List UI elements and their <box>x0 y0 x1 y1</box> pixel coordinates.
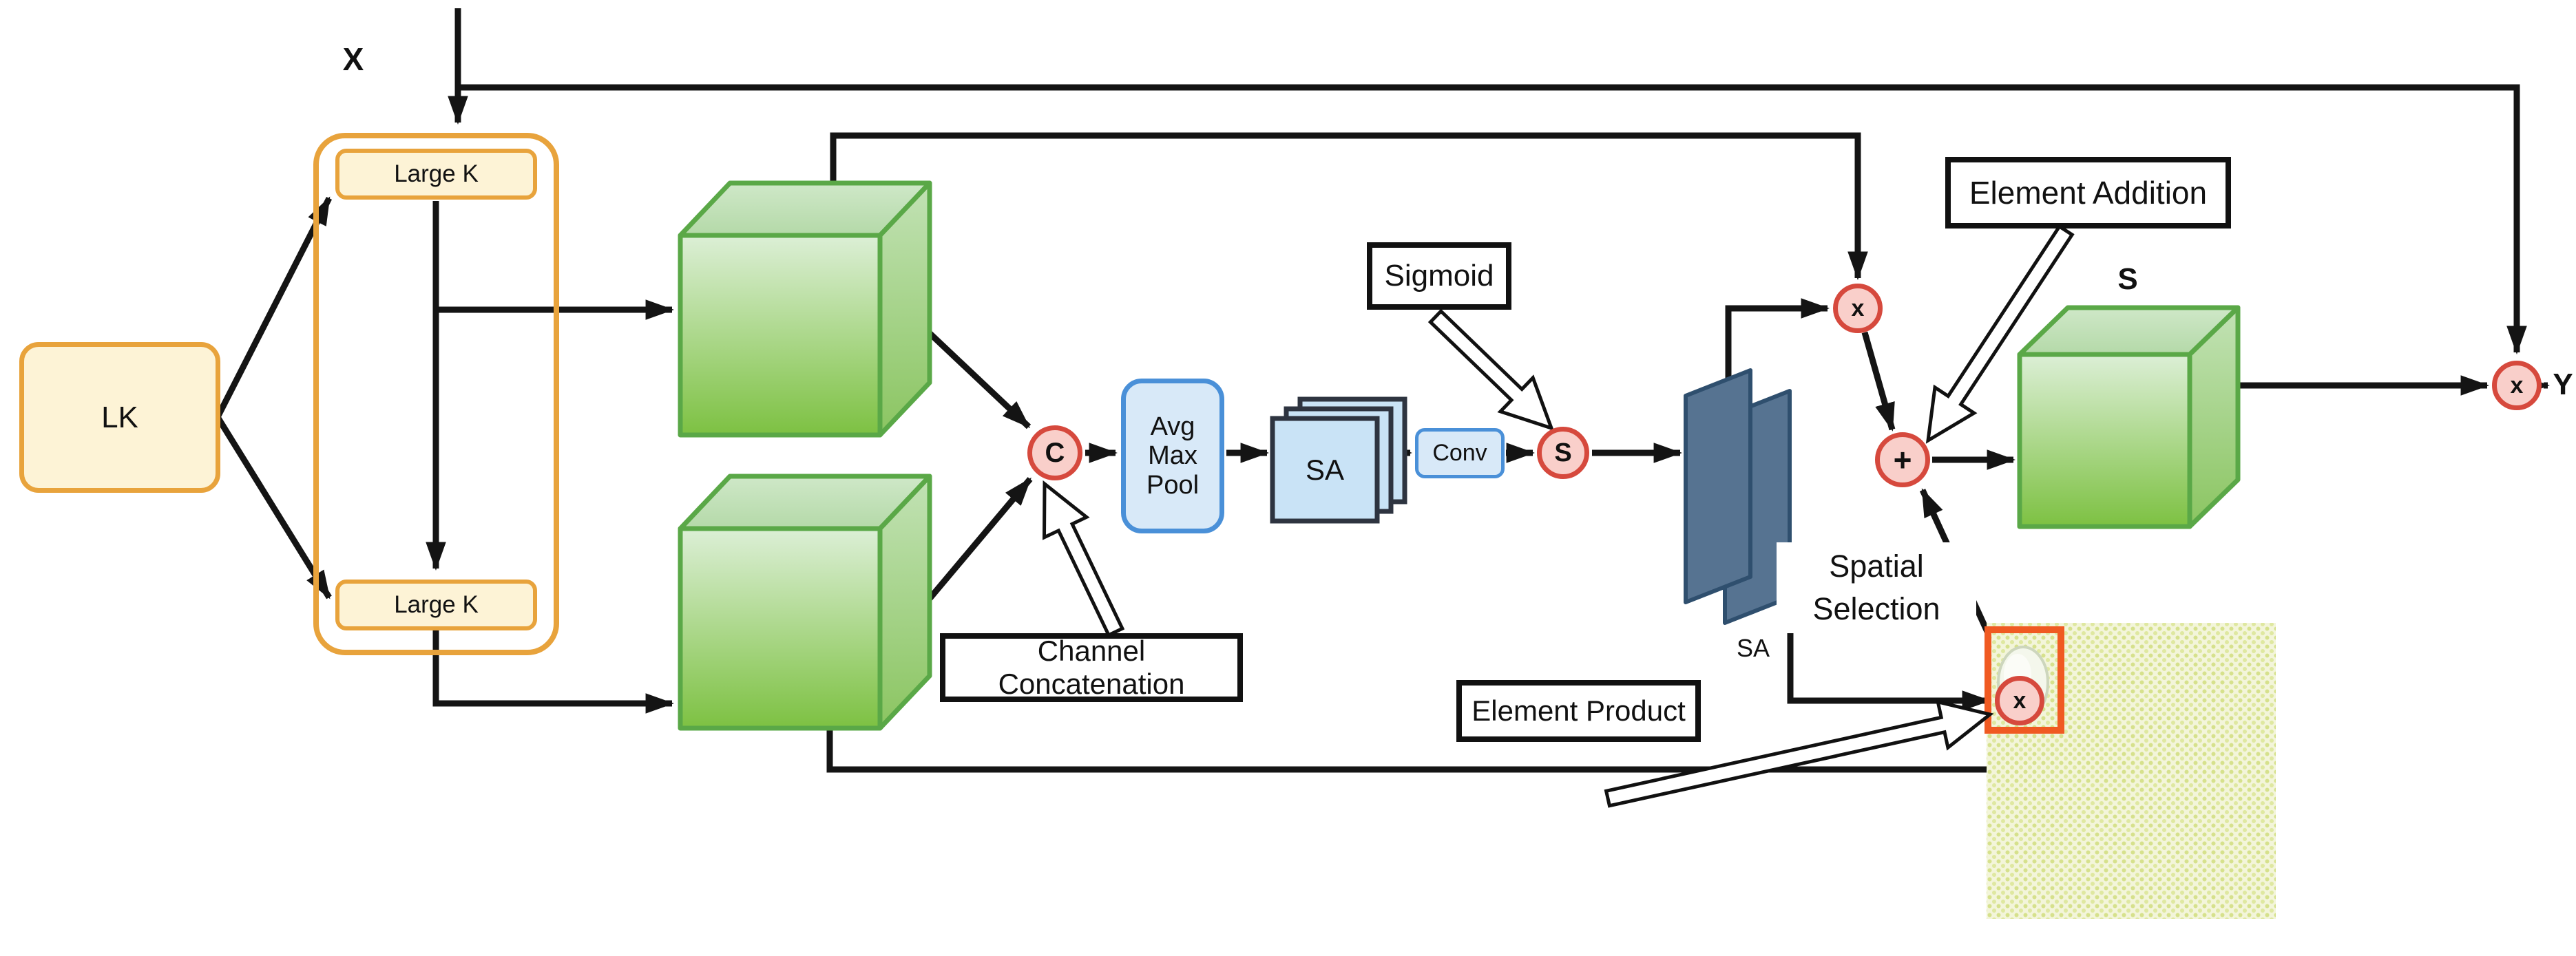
cube-output <box>2017 305 2241 529</box>
element-product-callout-box: Element Product <box>1456 680 1701 742</box>
concat-node: C <box>1027 425 1082 480</box>
arrow-x-skip-to-output <box>458 84 2527 354</box>
callout-arrow-element-addition <box>1925 224 2075 444</box>
sa-stack <box>1270 396 1407 524</box>
callout-arrow-element-product <box>1604 699 1994 808</box>
avg-max-pool-line2: Max <box>1148 441 1197 471</box>
defect-bounding-box <box>1985 626 2064 734</box>
large-kernel-group-container <box>313 133 559 655</box>
spatial-selection-line2: Selection <box>1812 591 1940 626</box>
s-annotation: S <box>2117 262 2138 296</box>
arrow-planes-to-multiply-top <box>1725 298 1830 380</box>
spatial-selection-planes <box>1684 368 1792 625</box>
multiply-output-node: x <box>2492 361 2542 410</box>
callout-arrow-channel-concatenation <box>1042 480 1125 638</box>
multiply-top-node: x <box>1833 284 1883 333</box>
conv-box: Conv <box>1415 428 1505 478</box>
input-x-label: X <box>342 41 364 77</box>
sigmoid-node: S <box>1537 427 1589 479</box>
cube-2 <box>678 474 932 731</box>
large-k-bottom-box: Large K <box>335 580 537 630</box>
callout-arrows <box>1042 224 2075 808</box>
arrow-lk-to-largek-top <box>214 196 333 419</box>
arrow-cube1-skip-to-multiply-top <box>830 132 1868 280</box>
spatial-selection-line1: Spatial <box>1829 548 1924 584</box>
channel-concatenation-callout-box: Channel Concatenation <box>940 633 1243 702</box>
multiply-bottom-node: x <box>1995 676 2044 725</box>
add-node: + <box>1875 432 1930 487</box>
lk-box: LK <box>19 342 220 493</box>
sa-stack-label: SA <box>1305 453 1345 486</box>
arrow-multiply-top-to-add <box>1861 331 1896 432</box>
sigmoid-callout-box: Sigmoid <box>1367 242 1511 310</box>
output-y-label: Y <box>2553 368 2573 401</box>
fabric-sample-image <box>1985 623 2276 919</box>
avg-max-pool-line3: Pool <box>1146 470 1200 500</box>
large-k-top-box: Large K <box>335 149 537 200</box>
avg-max-pool-box: Avg Max Pool <box>1121 379 1224 533</box>
callout-arrow-sigmoid <box>1427 308 1555 431</box>
cube-1 <box>678 180 932 438</box>
sa-annotation: SA <box>1736 634 1770 662</box>
avg-max-pool-line1: Avg <box>1150 412 1195 441</box>
spatial-selection-label: Spatial Selection <box>1777 542 1976 633</box>
element-addition-callout-box: Element Addition <box>1945 157 2231 229</box>
arrow-lk-to-largek-bottom <box>215 415 332 599</box>
arrow-sa-to-multiply-bottom <box>1787 600 1991 711</box>
